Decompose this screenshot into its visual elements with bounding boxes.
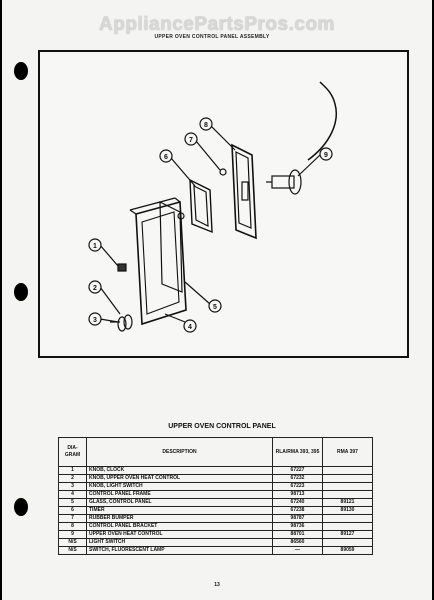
- callout-8: 8: [204, 122, 208, 129]
- row-rla: 67232: [272, 474, 323, 483]
- row-rma: [322, 474, 373, 483]
- callout-4: 4: [188, 324, 192, 331]
- row-diagram: N/S: [58, 546, 87, 555]
- row-rma: [322, 514, 373, 523]
- callout-2: 2: [93, 285, 97, 292]
- row-diagram: 9: [58, 530, 87, 539]
- header-rla: RLA/RMA 393, 395: [272, 437, 323, 467]
- row-rla: 86560: [272, 538, 323, 547]
- row-description: SWITCH, FLUORESCENT LAMP: [86, 546, 273, 555]
- page-number: 13: [214, 582, 220, 588]
- row-diagram: N/S: [58, 538, 87, 547]
- row-rma: [322, 538, 373, 547]
- callout-7: 7: [189, 137, 193, 144]
- row-description: KNOB, UPPER OVEN HEAT CONTROL: [86, 474, 273, 483]
- callout-5: 5: [213, 304, 217, 311]
- row-rma: [322, 490, 373, 499]
- callout-9: 9: [324, 152, 328, 159]
- callout-6: 6: [164, 154, 168, 161]
- row-diagram: 3: [58, 482, 87, 491]
- row-rma: 89121: [322, 498, 373, 507]
- row-diagram: 4: [58, 490, 87, 499]
- row-rla: 67223: [272, 482, 323, 491]
- row-diagram: 8: [58, 522, 87, 531]
- header-diagram: DIA-GRAM: [58, 437, 87, 467]
- row-rma: [322, 466, 373, 475]
- row-description: RUBBER BUMPER: [86, 514, 273, 523]
- row-description: UPPER OVEN HEAT CONTROL: [86, 530, 273, 539]
- row-rla: 98736: [272, 522, 323, 531]
- exploded-diagram: 1 2 3 4 5 6 7 8 9: [38, 50, 409, 358]
- row-rma: 89127: [322, 530, 373, 539]
- row-diagram: 5: [58, 498, 87, 507]
- row-rla: 98713: [272, 490, 323, 499]
- row-rla: 67240: [272, 498, 323, 507]
- row-diagram: 7: [58, 514, 87, 523]
- table-title: UPPER OVEN CONTROL PANEL: [168, 423, 276, 430]
- row-description: CONTROL PANEL BRACKET: [86, 522, 273, 531]
- row-rma: 89130: [322, 506, 373, 515]
- table-header-row: DIA-GRAM DESCRIPTION RLA/RMA 393, 395 RM…: [58, 437, 373, 467]
- binder-hole-top: [14, 62, 28, 80]
- row-description: LIGHT SWITCH: [86, 538, 273, 547]
- row-rla: 88701: [272, 530, 323, 539]
- row-rla: 98787: [272, 514, 323, 523]
- row-rma: [322, 522, 373, 531]
- row-description: GLASS, CONTROL PANEL: [86, 498, 273, 507]
- row-diagram: 6: [58, 506, 87, 515]
- binder-hole-middle: [14, 283, 28, 301]
- row-description: KNOB, CLOCK: [86, 466, 273, 475]
- callout-3: 3: [93, 317, 97, 324]
- assembly-subtitle: UPPER OVEN CONTROL PANEL ASSEMBLY: [154, 34, 270, 40]
- callout-1: 1: [93, 243, 97, 250]
- header-rma: RMA 397: [322, 437, 373, 467]
- row-rma: [322, 482, 373, 491]
- row-rla: —: [272, 546, 323, 555]
- header-description: DESCRIPTION: [86, 437, 273, 467]
- watermark: AppliancePartsPros.com: [99, 14, 335, 35]
- row-description: TIMER: [86, 506, 273, 515]
- row-rla: 67227: [272, 466, 323, 475]
- binder-hole-bottom: [14, 498, 28, 516]
- row-diagram: 2: [58, 474, 87, 483]
- row-diagram: 1: [58, 466, 87, 475]
- row-description: CONTROL PANEL FRAME: [86, 490, 273, 499]
- row-rma: 89059: [322, 546, 373, 555]
- exploded-diagram-drawing: 1 2 3 4 5 6 7 8 9: [88, 81, 337, 333]
- parts-table: DIA-GRAM DESCRIPTION RLA/RMA 393, 395 RM…: [58, 437, 373, 555]
- row-description: KNOB, LIGHT SWITCH: [86, 482, 273, 491]
- row-rla: 67238: [272, 506, 323, 515]
